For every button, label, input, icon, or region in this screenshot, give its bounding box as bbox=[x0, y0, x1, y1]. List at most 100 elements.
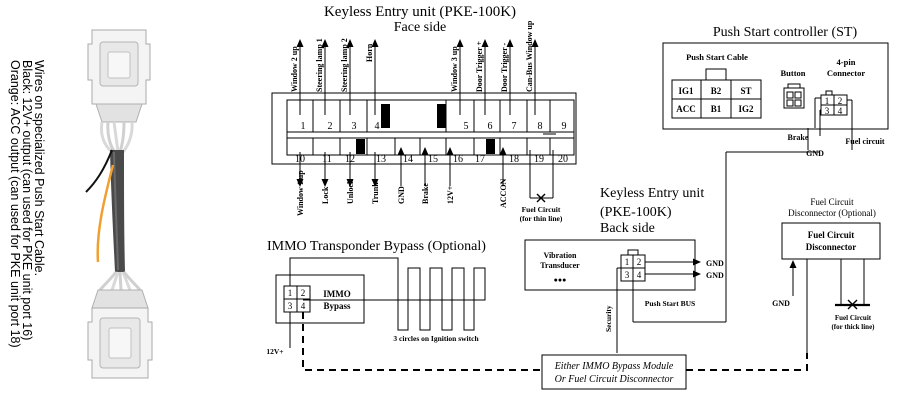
label-gnd: GND bbox=[397, 186, 406, 204]
pin-2: 2 bbox=[328, 121, 333, 132]
vibration-label-1: Vibration bbox=[543, 251, 577, 260]
either-line-2: Or Fuel Circuit Disconnector bbox=[555, 374, 674, 385]
push-start-grid: IG1 B2 ST ACC B1 IG2 bbox=[676, 86, 754, 114]
label-unlock: Unlock bbox=[346, 179, 355, 204]
back-gnd-2: GND bbox=[706, 271, 724, 280]
label-window-1-up: Window 1 up bbox=[296, 170, 305, 216]
harness-caption-line-3: Orange: ACC output (can used for PKE uni… bbox=[8, 60, 22, 348]
fuel-circuit-thin-note: Fuel Circuit (for thin line) bbox=[520, 205, 563, 223]
pin-3: 3 bbox=[352, 121, 357, 132]
ps-pin-1: 1 bbox=[825, 96, 830, 106]
push-start-pins: 1 2 3 4 bbox=[825, 96, 843, 116]
fuel-disc-box bbox=[781, 222, 881, 260]
harness-caption: Wires on specialized Push Start Cable. B… bbox=[8, 60, 46, 348]
vibration-dots: ●●● bbox=[554, 276, 567, 284]
immo-label-1: IMMO bbox=[323, 289, 351, 299]
immo-pin-4: 4 bbox=[301, 301, 306, 311]
fuel-disc-note-2: (for thick line) bbox=[831, 323, 875, 331]
back-pin-1: 1 bbox=[625, 257, 630, 267]
pin-14: 14 bbox=[403, 154, 413, 165]
immo-12v: 12V+ bbox=[266, 347, 283, 356]
fuel-note-line-1: Fuel Circuit bbox=[522, 205, 561, 214]
fuel-disc-title-2: Disconnector (Optional) bbox=[788, 208, 876, 218]
pke-back-title-1: Keyless Entry unit bbox=[600, 186, 704, 201]
either-text: Either IMMO Bypass Module Or Fuel Circui… bbox=[554, 361, 674, 385]
connector-label-2: Connector bbox=[827, 68, 865, 78]
push-start-bus-label: Push Start BUS bbox=[645, 299, 695, 308]
label-can-bus-window-up: Can-Bus Window up bbox=[525, 20, 534, 92]
ps-pin-4: 4 bbox=[838, 106, 843, 116]
connector-label-1: 4-pin bbox=[837, 57, 856, 67]
vibration-label-2: Transducer bbox=[540, 261, 580, 270]
immo-pin-2: 2 bbox=[301, 288, 306, 298]
pke-face-connector bbox=[286, 99, 575, 156]
fuel-disconnector-section: Fuel Circuit Disconnector (Optional) Fue… bbox=[772, 197, 881, 353]
immo-pins: 1 2 3 4 bbox=[288, 288, 306, 311]
push-start-title: Push Start controller (ST) bbox=[713, 25, 858, 40]
grid-ig1: IG1 bbox=[678, 86, 694, 96]
harness-caption-line-2: Black: 12V+ output (can used for PKE uni… bbox=[20, 60, 34, 340]
label-door-trigger-minus: Door Trigger - bbox=[500, 42, 509, 92]
grid-st: ST bbox=[740, 86, 751, 96]
pin-9: 9 bbox=[562, 121, 567, 132]
label-lock: Lock bbox=[321, 186, 330, 204]
brake-label: Brake bbox=[788, 133, 809, 142]
pin-19: 19 bbox=[534, 154, 544, 165]
pke-face-subtitle: Face side bbox=[394, 20, 446, 35]
coil-note: 3 circles on Ignition switch bbox=[393, 334, 479, 343]
pin-4: 4 bbox=[375, 121, 380, 132]
gnd-label-ps: GND bbox=[806, 149, 824, 158]
grid-ig2: IG2 bbox=[738, 104, 754, 114]
label-steering-lamp-1: Steering lamp 1 bbox=[315, 38, 324, 92]
harness-caption-line-1: Wires on specialized Push Start Cable. bbox=[32, 60, 46, 276]
label-trunk: Trunk bbox=[371, 182, 380, 204]
label-window-3-up: Window 3 up bbox=[450, 46, 459, 92]
label-window-2-up: Window 2 up bbox=[290, 46, 299, 92]
fuel-disc-box-1: Fuel Circuit bbox=[808, 230, 855, 240]
grid-acc: ACC bbox=[676, 104, 696, 114]
label-accon: ACCON bbox=[499, 178, 508, 208]
immo-section: IMMO Transponder Bypass (Optional) 1 2 3… bbox=[266, 239, 486, 356]
pin-1: 1 bbox=[301, 121, 306, 132]
fuel-disc-note-1: Fuel Circuit bbox=[835, 314, 872, 322]
pke-face-title: Keyless Entry unit (PKE-100K) bbox=[324, 4, 516, 20]
label-steering-lamp-2: Steering lamp 2 bbox=[340, 38, 349, 92]
pin-18: 18 bbox=[509, 154, 519, 165]
pin-6: 6 bbox=[488, 121, 493, 132]
immo-pin-1: 1 bbox=[288, 288, 293, 298]
back-pin-2: 2 bbox=[637, 257, 642, 267]
pin-5: 5 bbox=[464, 121, 469, 132]
fuel-disc-gnd: GND bbox=[772, 299, 790, 308]
pin-15: 15 bbox=[428, 154, 438, 165]
pin-11: 11 bbox=[322, 154, 332, 165]
pke-back-pins: 1 2 3 4 bbox=[625, 257, 642, 280]
pke-back-title-3: Back side bbox=[600, 221, 655, 236]
security-label: Security bbox=[604, 305, 613, 332]
button-label: Button bbox=[780, 68, 805, 78]
pke-back-title-2: (PKE-100K) bbox=[600, 205, 672, 220]
fuel-note-line-2: (for thin line) bbox=[520, 214, 563, 223]
push-start-cable-picture bbox=[85, 29, 153, 379]
label-horn: Horn bbox=[365, 43, 374, 62]
ps-pin-2: 2 bbox=[838, 96, 843, 106]
pin-20: 20 bbox=[558, 154, 568, 165]
pin-16: 16 bbox=[453, 154, 463, 165]
label-12v: 12V+ bbox=[446, 185, 455, 204]
immo-label-2: Bypass bbox=[323, 301, 351, 311]
back-pin-4: 4 bbox=[637, 270, 642, 280]
either-line-1: Either IMMO Bypass Module bbox=[554, 361, 674, 372]
label-door-trigger-plus: Door Trigger + bbox=[475, 40, 484, 92]
pke-face-bottom-labels: Window 1 up Lock Unlock Trunk GND Brake … bbox=[296, 170, 508, 216]
push-start-cable-label: Push Start Cable bbox=[686, 52, 748, 62]
back-gnd-1: GND bbox=[706, 259, 724, 268]
pke-back-box bbox=[524, 239, 696, 291]
grid-b1: B1 bbox=[711, 104, 722, 114]
either-box bbox=[541, 354, 687, 390]
pin-7: 7 bbox=[512, 121, 517, 132]
pke-back-section: Keyless Entry unit (PKE-100K) Back side … bbox=[524, 151, 820, 353]
back-pin-3: 3 bbox=[625, 270, 630, 280]
fuel-circuit-label-ps: Fuel circuit bbox=[845, 137, 885, 146]
pke-face-top-pins: 1 2 3 4 5 6 7 8 9 bbox=[301, 121, 567, 132]
